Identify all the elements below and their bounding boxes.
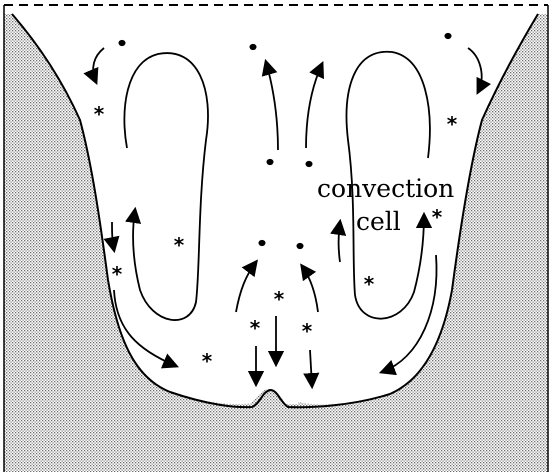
dot-particle	[259, 240, 265, 245]
arrow-down-3	[310, 350, 312, 386]
cell-label: cell	[356, 209, 401, 234]
asterisk-particle: *	[302, 319, 313, 343]
asterisk-particle: *	[174, 233, 185, 257]
arrow-left-down-small	[112, 222, 114, 250]
asterisk-particle: *	[112, 262, 123, 286]
dot-particle	[445, 33, 451, 38]
arrow-upper-center-left	[266, 62, 278, 150]
dot-particle	[306, 161, 312, 166]
asterisk-particle: *	[250, 316, 261, 340]
arrow-lower-center-up-left	[236, 262, 256, 312]
dot-particle	[267, 159, 273, 164]
asterisk-particle: *	[432, 205, 443, 229]
arrow-bottom-right-sweep	[382, 255, 437, 372]
asterisk-particle: *	[94, 102, 105, 126]
asterisk-particle: *	[202, 349, 213, 373]
particle-dots	[119, 33, 451, 248]
left-wall	[4, 14, 260, 472]
left-cell-loop	[124, 53, 208, 320]
dot-particle	[297, 243, 303, 248]
convection-label: convection	[317, 176, 454, 201]
arrow-upper-center-right	[306, 64, 322, 148]
arrow-right-up	[339, 222, 341, 262]
asterisk-particle: *	[364, 272, 375, 296]
asterisk-particle: *	[274, 287, 285, 311]
dot-particle	[250, 44, 256, 49]
arrow-top-right	[468, 48, 482, 92]
dot-particle	[119, 40, 125, 45]
arrow-lower-center-up-right	[302, 266, 318, 312]
arrow-top-left	[93, 48, 104, 82]
asterisk-particle: *	[447, 112, 458, 136]
